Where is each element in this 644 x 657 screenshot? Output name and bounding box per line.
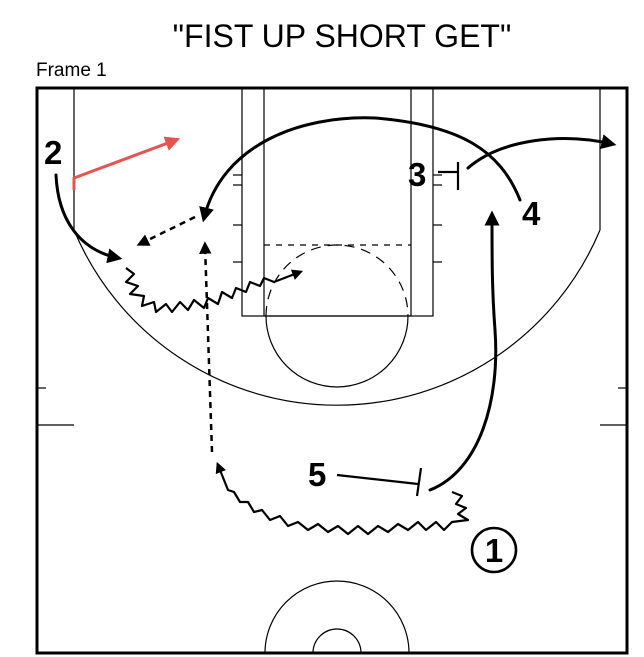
center-circle-outer <box>264 580 410 654</box>
court-boundary <box>35 86 629 655</box>
center-circle-inner <box>312 628 362 654</box>
play-title: "FIST UP SHORT GET" <box>172 18 512 54</box>
dribble-1-to-left <box>215 461 470 536</box>
free-throw-circle-upper <box>265 244 409 317</box>
player-3-label: 3 <box>408 156 426 193</box>
player-5-screen-bar <box>415 467 423 497</box>
player-5-label: 5 <box>308 456 326 493</box>
lane-inner <box>263 87 412 317</box>
player-2-cut <box>54 173 123 264</box>
player-4-cut <box>466 134 617 170</box>
player-1-circle <box>470 526 518 574</box>
pass-to-2 <box>136 215 196 246</box>
three-point-arc <box>73 229 601 406</box>
free-throw-circle-lower <box>265 315 409 388</box>
lane-hash-marks <box>233 174 442 263</box>
player-5-cut-up <box>428 210 500 492</box>
player-2-label: 2 <box>44 134 62 171</box>
pass-up <box>199 241 214 453</box>
player-5-screen-line <box>336 473 419 486</box>
player-3-curl-cut <box>199 116 522 223</box>
frame-label: Frame 1 <box>36 60 107 81</box>
dribble-2-to-lane <box>124 267 304 314</box>
player-4-label: 4 <box>522 195 541 232</box>
player-1-label: 1 <box>485 532 503 569</box>
player-2-cut-red <box>72 136 181 190</box>
